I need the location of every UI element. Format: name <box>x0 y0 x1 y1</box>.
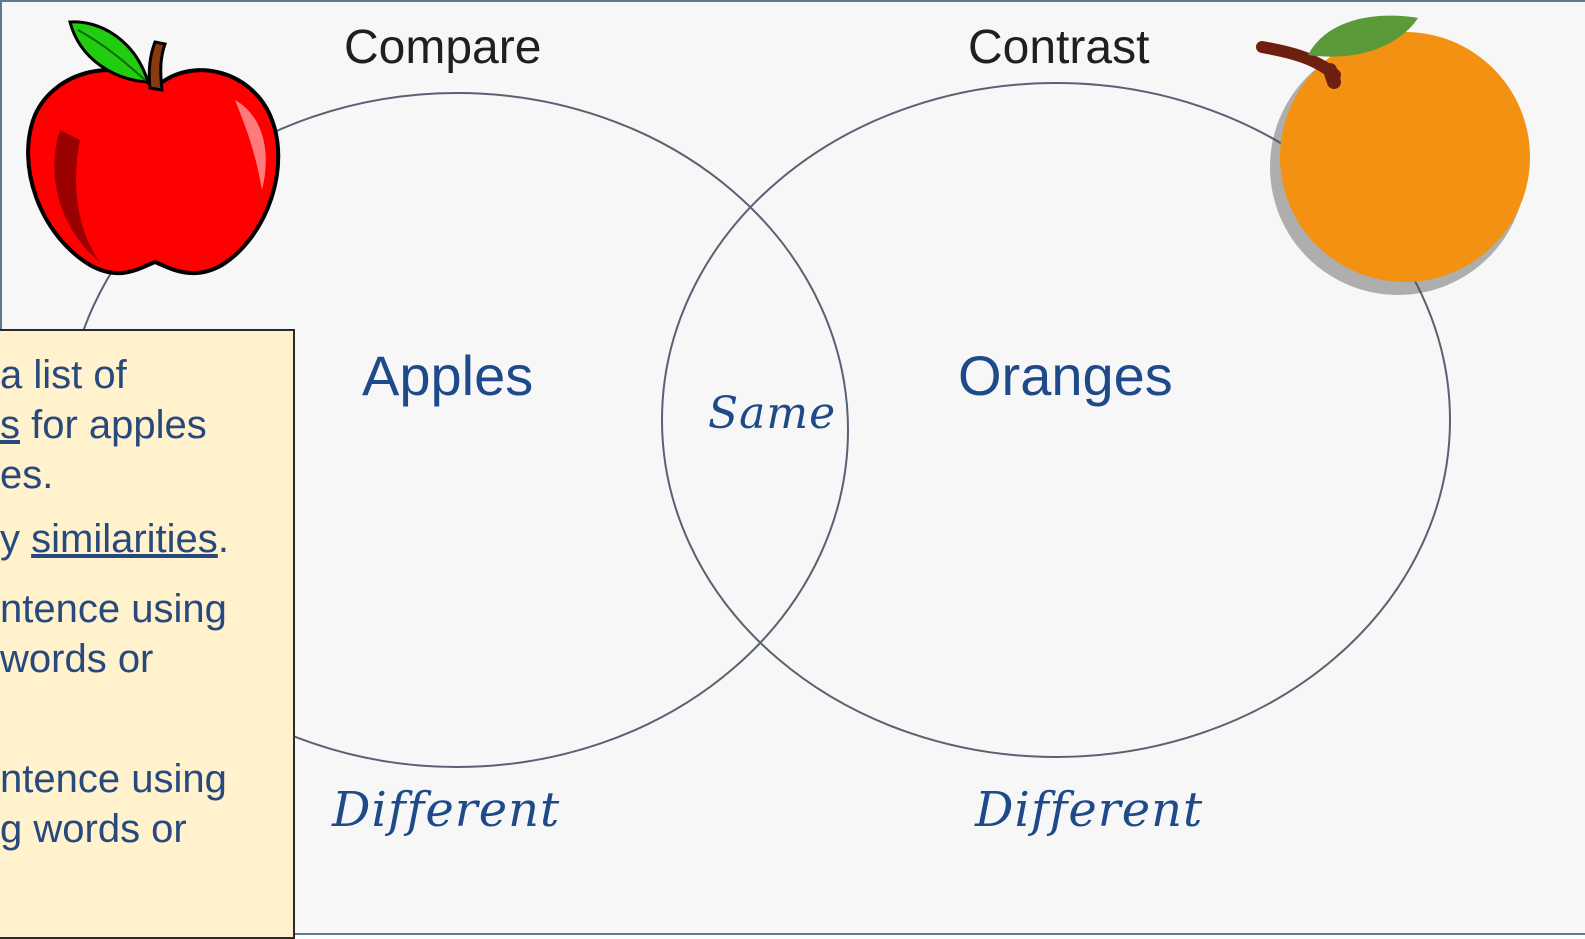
instruction-text: for apples <box>20 403 207 447</box>
orange-icon <box>1256 15 1530 295</box>
instruction-text: words or <box>22 807 187 851</box>
apple-icon <box>26 20 281 276</box>
compare-heading: Compare <box>344 21 542 74</box>
instruction-text: words or <box>0 637 154 681</box>
instruction-underlined: s <box>0 403 20 447</box>
oranges-label: Oranges <box>958 344 1173 407</box>
instruction-underlined: g <box>0 807 23 851</box>
instruction-text: ntence using <box>0 587 227 631</box>
instruction-text: y <box>0 517 32 561</box>
instruction-line-4: y similarities. <box>0 517 229 562</box>
instruction-line-6: words or <box>0 637 153 682</box>
instruction-line-3: es. <box>0 453 53 498</box>
instruction-text: . <box>217 517 229 561</box>
instruction-underlined: similarities <box>31 517 218 561</box>
instruction-line-1: a list of <box>0 353 127 398</box>
same-label: Same <box>708 388 837 439</box>
instruction-line-7: ntence using <box>0 757 227 802</box>
instruction-text: es. <box>0 453 54 497</box>
instructions-panel: a list of s for apples es. y similaritie… <box>0 329 295 939</box>
contrast-heading: Contrast <box>968 21 1150 74</box>
different-left-label: Different <box>332 782 561 838</box>
instruction-line-5: ntence using <box>0 587 227 632</box>
instruction-line-8: g words or <box>0 807 187 852</box>
instruction-text: a list of <box>0 353 127 397</box>
apples-label: Apples <box>362 344 534 407</box>
right-circle <box>661 82 1451 758</box>
different-right-label: Different <box>975 782 1204 838</box>
instruction-line-2: s for apples <box>0 403 207 448</box>
instruction-text: ntence using <box>0 757 227 801</box>
